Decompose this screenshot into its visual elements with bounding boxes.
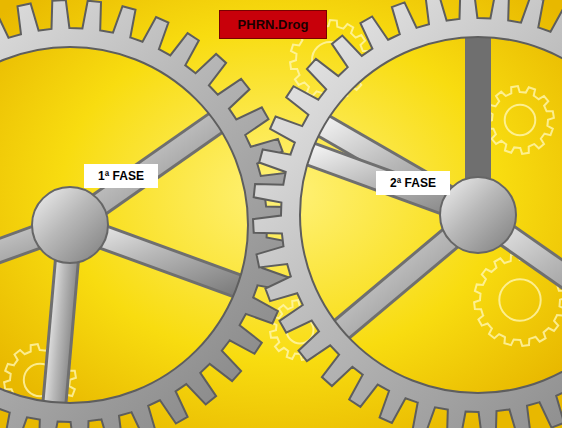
title-box: PHRN.Drog xyxy=(219,10,328,39)
gear-rim xyxy=(0,0,295,428)
title-text: PHRN.Drog xyxy=(238,17,309,32)
phase-label-box: 1ª FASE xyxy=(84,164,158,188)
phase-label: 1ª FASE xyxy=(98,169,144,183)
background-gear xyxy=(486,86,554,154)
gear-hub xyxy=(440,177,516,253)
gear xyxy=(0,0,295,428)
gear xyxy=(253,0,562,428)
gear-hub xyxy=(32,187,108,263)
gear-rim xyxy=(253,0,562,428)
phase-label-box: 2ª FASE xyxy=(376,171,450,195)
phase-label: 2ª FASE xyxy=(390,176,436,190)
